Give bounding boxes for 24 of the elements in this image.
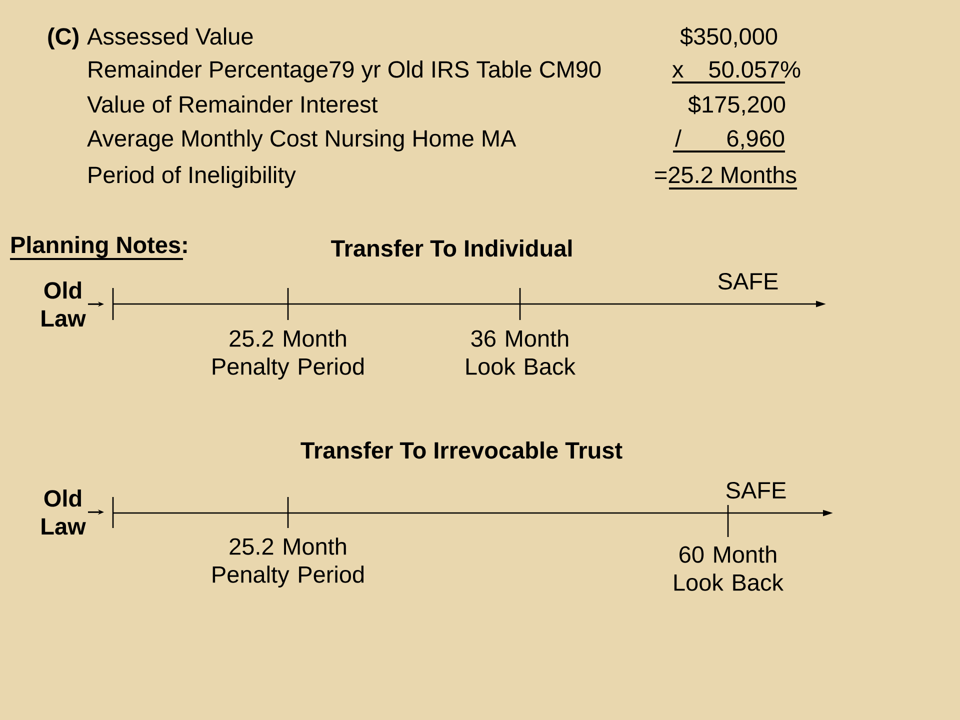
- amount-value: $350,000: [680, 27, 778, 48]
- row-label: Average Monthly Cost Nursing Home MA: [87, 129, 516, 152]
- side-label: Old Law: [42, 490, 86, 535]
- operator-sign: /: [675, 129, 682, 147]
- result-value: =25.2 Months: [655, 166, 797, 190]
- operator-sign: x: [672, 65, 684, 78]
- section-label: (C): [48, 27, 78, 50]
- side-label: Old Law: [42, 282, 86, 327]
- timeline-title: Transfer To Individual: [331, 239, 572, 257]
- heading: Planning Notes:: [10, 236, 187, 260]
- row-label: Value of Remainder Interest: [87, 95, 378, 113]
- timeline-label: SAFE: [718, 273, 778, 290]
- amount-value: 6,960: [727, 130, 784, 150]
- row-label: Remainder Percentage79 yr Old IRS Table CM90: [88, 60, 601, 82]
- amount-value: 50.057%: [709, 61, 800, 78]
- amount-value: $175,200: [688, 95, 786, 116]
- tick-label: 25.2 Month Penalty Period: [212, 538, 364, 588]
- timeline-label: SAFE: [726, 482, 786, 499]
- row-label: Assessed Value: [87, 27, 253, 45]
- tick-label: 25.2 Month Penalty Period: [212, 330, 364, 380]
- tick-label: 60 Month Look Back: [674, 546, 784, 591]
- tick-label: 36 Month Look Back: [466, 330, 576, 375]
- timeline-title: Transfer To Irrevocable Trust: [300, 442, 622, 459]
- row-label: Period of Ineligibility: [88, 166, 296, 188]
